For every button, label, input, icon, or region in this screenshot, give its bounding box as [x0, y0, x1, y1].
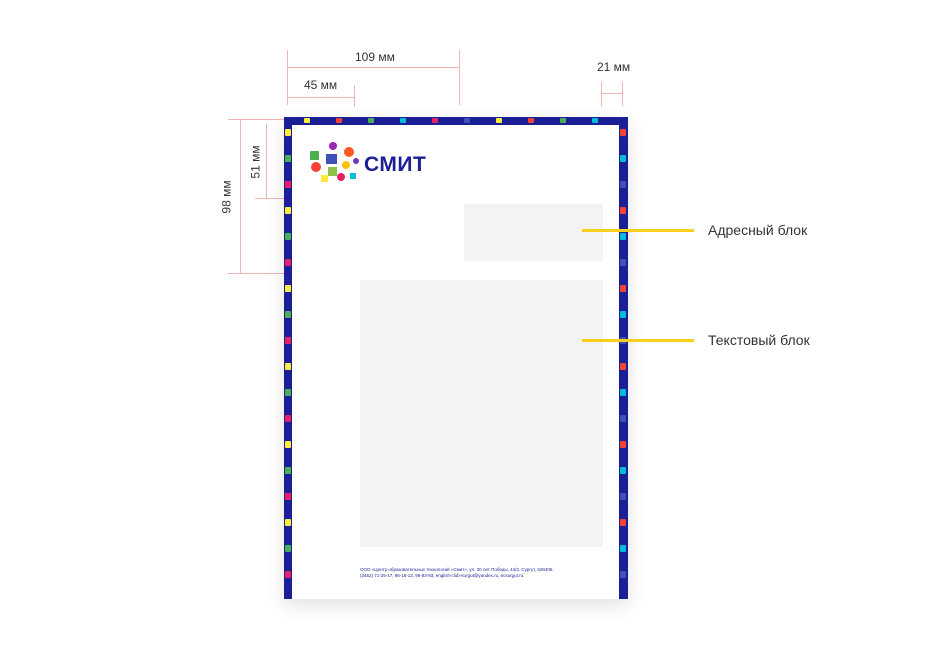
pattern-mark	[285, 519, 291, 526]
pattern-mark	[620, 493, 626, 500]
dim-21-tick-left	[601, 82, 602, 106]
address-block	[464, 204, 603, 261]
pattern-mark	[285, 545, 291, 552]
dim-109-line	[287, 67, 459, 68]
dim-45-tick-right	[354, 85, 355, 107]
pattern-mark	[620, 545, 626, 552]
pattern-mark	[620, 155, 626, 162]
pattern-mark	[464, 118, 470, 123]
pattern-mark	[620, 233, 626, 240]
pattern-mark	[285, 389, 291, 396]
pattern-mark	[285, 155, 291, 162]
dim-51-label: 51 мм	[248, 145, 263, 179]
pattern-mark	[620, 311, 626, 318]
address-callout-line	[582, 229, 694, 232]
dim-45-line	[287, 97, 354, 98]
dim-45-label: 45 мм	[304, 78, 338, 92]
pattern-mark	[620, 363, 626, 370]
pattern-mark	[432, 118, 438, 123]
dim-51-line	[266, 124, 267, 198]
pattern-mark	[304, 118, 310, 123]
text-block	[360, 280, 603, 547]
pattern-mark	[285, 415, 291, 422]
pattern-mark	[620, 467, 626, 474]
pattern-mark	[285, 441, 291, 448]
dim-21-label: 21 мм	[597, 60, 631, 74]
pattern-mark	[620, 519, 626, 526]
dim-21-line	[602, 93, 622, 94]
pattern-mark	[285, 181, 291, 188]
pattern-mark	[620, 441, 626, 448]
letterhead-footer: ООО «Центр образовательных технологий «С…	[360, 567, 600, 579]
pattern-mark	[620, 389, 626, 396]
pattern-mark	[620, 129, 626, 136]
letterhead-sheet: СМИТ ООО «Центр образовательных технолог…	[284, 117, 628, 599]
dim-109-label: 109 мм	[355, 50, 395, 64]
pattern-mark	[285, 311, 291, 318]
pattern-mark	[285, 259, 291, 266]
pattern-mark	[620, 207, 626, 214]
pattern-mark	[620, 415, 626, 422]
pattern-mark	[285, 233, 291, 240]
pattern-mark	[620, 285, 626, 292]
pattern-mark	[592, 118, 598, 123]
text-callout-label: Текстовый блок	[708, 332, 810, 348]
pattern-mark	[285, 129, 291, 136]
dim-98-label: 98 мм	[219, 180, 234, 214]
pattern-mark	[285, 285, 291, 292]
address-callout-label: Адресный блок	[708, 222, 808, 238]
pattern-mark	[285, 207, 291, 214]
pattern-mark	[285, 467, 291, 474]
logo-wordmark: СМИТ	[364, 153, 427, 176]
dim-98-line	[240, 119, 241, 273]
pattern-mark	[368, 118, 374, 123]
pattern-mark	[285, 493, 291, 500]
dim-51-tick-bottom	[255, 198, 285, 199]
letterhead-page: СМИТ ООО «Центр образовательных технолог…	[292, 125, 619, 599]
text-callout-line	[582, 339, 694, 342]
dim-21-tick-right	[622, 82, 623, 106]
pattern-mark	[496, 118, 502, 123]
dim-109-tick-right	[459, 50, 460, 105]
dim-109-tick-left	[287, 50, 288, 105]
pattern-mark	[620, 571, 626, 578]
pattern-mark	[620, 259, 626, 266]
footer-line-2: (3462) 71-25-17, 96-18-13, 96-83-93, eng…	[360, 573, 525, 578]
pattern-mark	[285, 363, 291, 370]
logo-icon	[310, 142, 359, 182]
dim-98-tick-top	[228, 119, 286, 120]
pattern-mark	[400, 118, 406, 123]
dim-98-tick-bottom	[228, 273, 286, 274]
pattern-mark	[285, 571, 291, 578]
footer-line-1: ООО «Центр образовательных технологий «С…	[360, 567, 554, 572]
pattern-mark	[620, 181, 626, 188]
pattern-mark	[336, 118, 342, 123]
pattern-mark	[285, 337, 291, 344]
pattern-mark	[528, 118, 534, 123]
pattern-mark	[560, 118, 566, 123]
